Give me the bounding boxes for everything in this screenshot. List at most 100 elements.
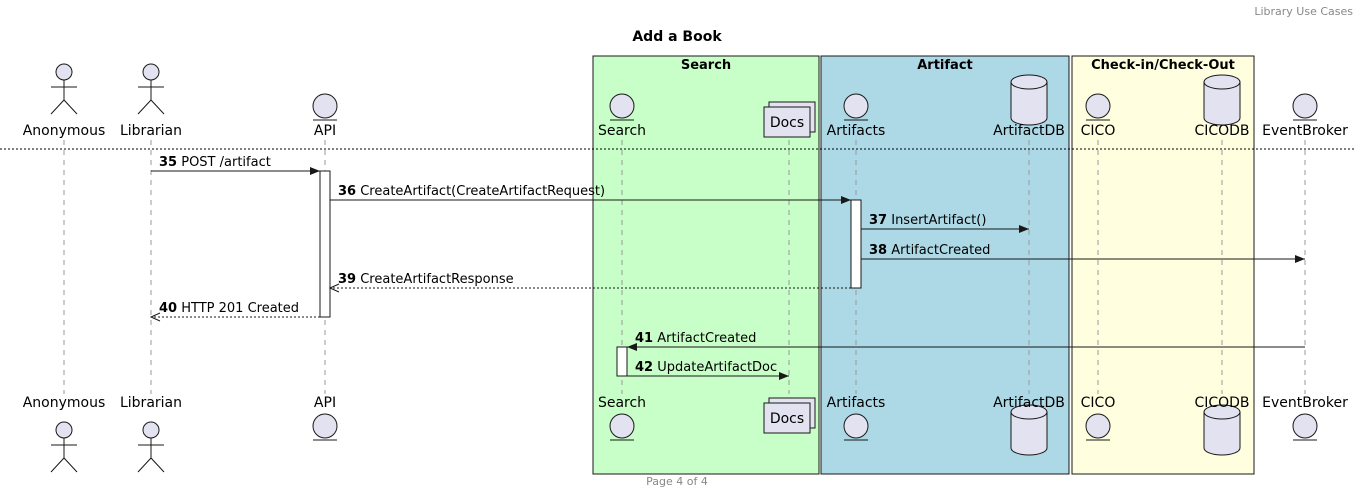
collections-icon (763, 402, 811, 434)
message-text: ArtifactCreated (891, 243, 990, 258)
entity-icon (843, 413, 869, 441)
participant-label: Search (598, 395, 646, 411)
activation-bar (616, 346, 628, 377)
participant-label: Librarian (120, 123, 182, 139)
participant-label: ArtifactDB (993, 395, 1065, 411)
actor-icon (50, 63, 78, 115)
participant-librarian-bottom: Librarian (120, 395, 182, 473)
participant-label: CICODB (1194, 123, 1249, 139)
activation-bar (850, 199, 862, 289)
entity-icon (1085, 93, 1111, 121)
participant-label: Anonymous (23, 123, 106, 139)
message-text: CreateArtifactResponse (360, 272, 513, 287)
message-number: 41 (635, 331, 653, 346)
participant-librarian-top: Librarian (120, 63, 182, 139)
participant-label: CICODB (1194, 395, 1249, 411)
box-title: Search (681, 58, 731, 73)
message-text: UpdateArtifactDoc (657, 360, 777, 375)
message-36: 36 CreateArtifact(CreateArtifactRequest) (330, 184, 851, 204)
arrowhead (1295, 255, 1305, 263)
actor-icon (137, 421, 165, 473)
open-arrowhead (328, 283, 340, 293)
message-label: 41 ArtifactCreated (635, 331, 756, 346)
participant-eventbroker-bottom: EventBroker (1262, 395, 1348, 441)
arrowhead (779, 372, 789, 380)
message-number: 35 (159, 155, 177, 170)
message-label: 37 InsertArtifact() (869, 213, 986, 228)
participant-label: EventBroker (1262, 123, 1348, 139)
message-label: 42 UpdateArtifactDoc (635, 360, 777, 375)
message-number: 39 (338, 272, 356, 287)
database-icon (1010, 74, 1048, 126)
participant-label: Anonymous (23, 395, 106, 411)
participant-label: Artifacts (827, 123, 886, 139)
message-label: 36 CreateArtifact(CreateArtifactRequest) (338, 184, 605, 199)
message-label: 39 CreateArtifactResponse (338, 272, 514, 287)
entity-icon (843, 93, 869, 121)
message-41: 41 ArtifactCreated (627, 331, 1305, 351)
participant-search-top: Search (598, 93, 646, 139)
message-text: ArtifactCreated (657, 331, 756, 346)
page-footer: Page 4 of 4 (646, 475, 708, 488)
message-39: 39 CreateArtifactResponse (328, 272, 851, 293)
entity-icon (1292, 93, 1318, 121)
actor-icon (137, 63, 165, 115)
participant-artifacts-top: Artifacts (827, 93, 886, 139)
participant-search-bottom: Search (598, 395, 646, 441)
message-text: CreateArtifact(CreateArtifactRequest) (360, 184, 605, 199)
message-number: 40 (159, 301, 177, 316)
participant-api-bottom: API (312, 395, 338, 441)
entity-icon (609, 93, 635, 121)
arrowhead (310, 167, 320, 175)
participant-label: API (314, 123, 336, 139)
message-40: 40 HTTP 201 Created (149, 301, 320, 322)
entity-icon (312, 93, 338, 121)
message-number: 38 (869, 243, 887, 258)
box-title: Artifact (917, 58, 973, 73)
box-cico: Check-in/Check-Out (1071, 55, 1255, 475)
participant-eventbroker-top: EventBroker (1262, 93, 1348, 139)
message-37: 37 InsertArtifact() (861, 213, 1029, 233)
box-artifact: Artifact (820, 55, 1070, 475)
participant-label: CICO (1081, 123, 1116, 139)
participant-cico-top: CICO (1081, 93, 1116, 139)
participant-label: Docs (770, 411, 804, 427)
participant-label: Artifacts (827, 395, 886, 411)
participant-label: EventBroker (1262, 395, 1348, 411)
header-note: Library Use Cases (1254, 5, 1353, 18)
participant-label: Docs (770, 115, 804, 131)
participant-cicodb-top: CICODB (1194, 74, 1250, 139)
collections-icon (763, 106, 811, 138)
message-number: 36 (338, 184, 356, 199)
participant-api-top: API (312, 93, 338, 139)
participant-cico-bottom: CICO (1081, 395, 1116, 441)
open-arrowhead (149, 312, 161, 322)
message-38: 38 ArtifactCreated (861, 243, 1305, 263)
database-icon (1203, 404, 1241, 456)
participant-artifactdb-bottom: ArtifactDB (993, 395, 1065, 456)
participant-docs-top: Docs (763, 101, 816, 138)
message-label: 40 HTTP 201 Created (159, 301, 299, 316)
participant-label: Search (598, 123, 646, 139)
participant-docs-bottom: Docs (763, 397, 816, 434)
participant-label: CICO (1081, 395, 1116, 411)
participant-anonymous-top: Anonymous (23, 63, 106, 139)
message-42: 42 UpdateArtifactDoc (627, 360, 789, 380)
participant-anonymous-bottom: Anonymous (23, 395, 106, 473)
database-icon (1010, 404, 1048, 456)
message-number: 42 (635, 360, 653, 375)
message-label: 38 ArtifactCreated (869, 243, 990, 258)
message-text: HTTP 201 Created (181, 301, 299, 316)
participant-cicodb-bottom: CICODB (1194, 395, 1250, 456)
participant-label: API (314, 395, 336, 411)
message-text: InsertArtifact() (891, 213, 986, 228)
entity-icon (312, 413, 338, 441)
message-label: 35 POST /artifact (159, 155, 271, 170)
participant-artifacts-bottom: Artifacts (827, 395, 886, 441)
arrowhead (627, 343, 637, 351)
database-icon (1203, 74, 1241, 126)
activation-bar (319, 170, 331, 318)
message-text: POST /artifact (181, 155, 271, 170)
arrowhead (1019, 225, 1029, 233)
